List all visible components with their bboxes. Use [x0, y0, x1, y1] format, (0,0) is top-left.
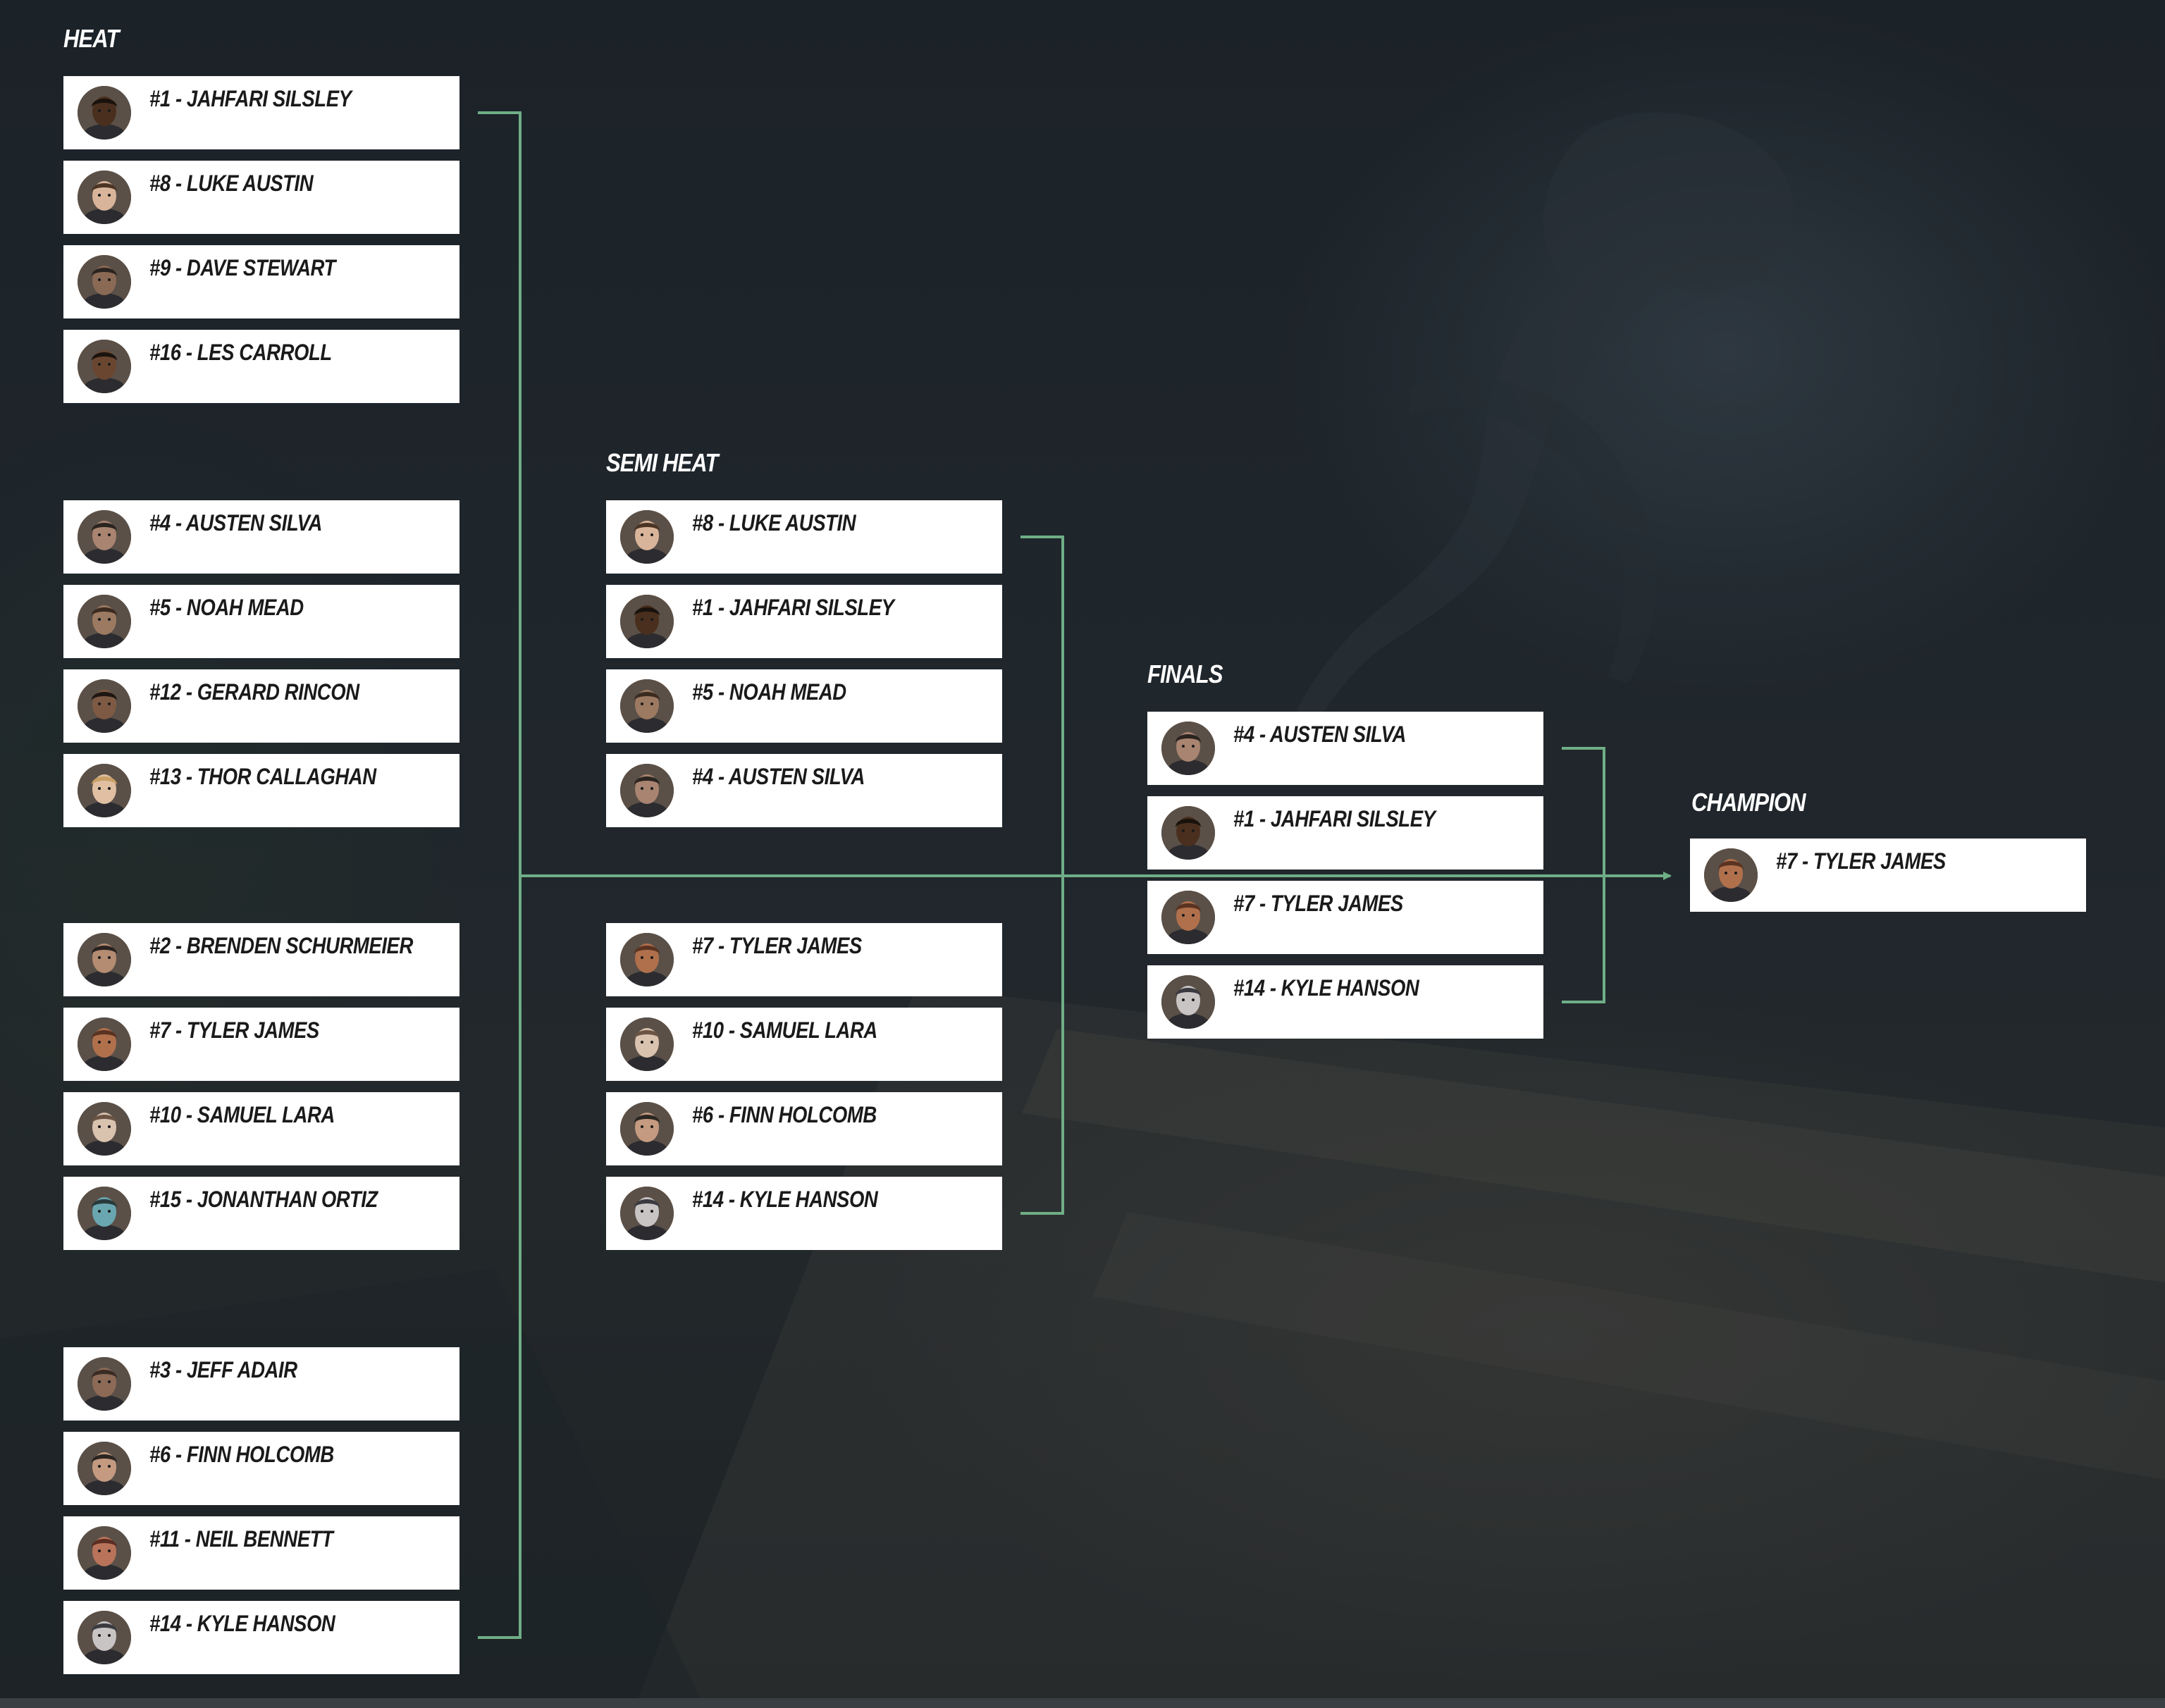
semi-heat-rider-card[interactable]: #10 - SAMUEL LARA [606, 1008, 1002, 1081]
heat-rider-card[interactable]: #15 - JONANTHAN ORTIZ [63, 1177, 459, 1250]
rider-label: #15 - JONANTHAN ORTIZ [149, 1187, 378, 1212]
heat-rider-card[interactable]: #4 - AUSTEN SILVA [63, 500, 459, 574]
rider-avatar [78, 595, 131, 648]
rider-avatar [620, 679, 674, 733]
rider-avatar [1161, 722, 1215, 775]
rider-label: #14 - KYLE HANSON [1233, 975, 1419, 1001]
heat-rider-card[interactable]: #9 - DAVE STEWART [63, 245, 459, 318]
rider-label: #1 - JAHFARI SILSLEY [149, 86, 352, 111]
rider-avatar [78, 1526, 131, 1580]
rider-label: #5 - NOAH MEAD [692, 679, 846, 705]
finals-section-label: FINALS [1147, 660, 1223, 688]
rider-avatar [1161, 806, 1215, 860]
heat-rider-card[interactable]: #5 - NOAH MEAD [63, 585, 459, 658]
heat-rider-card[interactable]: #1 - JAHFARI SILSLEY [63, 76, 459, 149]
heat-rider-card[interactable]: #3 - JEFF ADAIR [63, 1347, 459, 1421]
heat-rider-card[interactable]: #14 - KYLE HANSON [63, 1601, 459, 1674]
heat-rider-card[interactable]: #13 - THOR CALLAGHAN [63, 754, 459, 827]
rider-label: #6 - FINN HOLCOMB [692, 1102, 877, 1127]
champion-section-label: CHAMPION [1691, 788, 1806, 817]
rider-avatar [78, 1611, 131, 1664]
rider-avatar [1161, 891, 1215, 944]
rider-avatar [620, 510, 674, 564]
semi-heat-rider-card[interactable]: #14 - KYLE HANSON [606, 1177, 1002, 1250]
heat-rider-card[interactable]: #11 - NEIL BENNETT [63, 1516, 459, 1590]
rider-label: #8 - LUKE AUSTIN [149, 171, 314, 196]
rider-avatar [78, 255, 131, 309]
rider-label: #10 - SAMUEL LARA [149, 1102, 335, 1127]
rider-label: #8 - LUKE AUSTIN [692, 510, 856, 536]
rider-label: #13 - THOR CALLAGHAN [149, 764, 376, 789]
rider-label: #12 - GERARD RINCON [149, 679, 359, 705]
heat-rider-card[interactable]: #16 - LES CARROLL [63, 330, 459, 403]
rider-label: #6 - FINN HOLCOMB [149, 1442, 334, 1467]
rider-avatar [78, 679, 131, 733]
rider-avatar [620, 1017, 674, 1071]
rider-label: #4 - AUSTEN SILVA [149, 510, 323, 536]
rider-avatar [78, 1102, 131, 1156]
heat-rider-card[interactable]: #6 - FINN HOLCOMB [63, 1432, 459, 1505]
rider-avatar [78, 510, 131, 564]
rider-label: #2 - BRENDEN SCHURMEIER [149, 933, 413, 958]
finals-rider-card[interactable]: #4 - AUSTEN SILVA [1147, 712, 1543, 785]
finals-rider-card[interactable]: #14 - KYLE HANSON [1147, 965, 1543, 1039]
heat-rider-card[interactable]: #7 - TYLER JAMES [63, 1008, 459, 1081]
finals-rider-card[interactable]: #7 - TYLER JAMES [1147, 881, 1543, 954]
heat-rider-card[interactable]: #2 - BRENDEN SCHURMEIER [63, 923, 459, 996]
rider-label: #4 - AUSTEN SILVA [692, 764, 865, 789]
heat-rider-card[interactable]: #10 - SAMUEL LARA [63, 1092, 459, 1165]
rider-label: #14 - KYLE HANSON [149, 1611, 335, 1636]
semi-heat-rider-card[interactable]: #5 - NOAH MEAD [606, 669, 1002, 743]
rider-avatar [78, 933, 131, 986]
rider-avatar [78, 1017, 131, 1071]
heat-rider-card[interactable]: #12 - GERARD RINCON [63, 669, 459, 743]
rider-avatar [78, 1357, 131, 1411]
rider-avatar [78, 86, 131, 140]
semi-heat-rider-card[interactable]: #4 - AUSTEN SILVA [606, 754, 1002, 827]
bottom-edge-bar [0, 1698, 2165, 1708]
semi-heat-rider-card[interactable]: #1 - JAHFARI SILSLEY [606, 585, 1002, 658]
rider-label: #4 - AUSTEN SILVA [1233, 722, 1407, 747]
rider-avatar [78, 1442, 131, 1495]
rider-avatar [620, 1102, 674, 1156]
heat-bracket-line [478, 111, 522, 1639]
semi-heat-rider-card[interactable]: #7 - TYLER JAMES [606, 923, 1002, 996]
rider-avatar [78, 171, 131, 224]
rider-avatar [620, 933, 674, 986]
champion-rider-card[interactable]: #7 - TYLER JAMES [1690, 838, 2086, 912]
heat-rider-card[interactable]: #8 - LUKE AUSTIN [63, 161, 459, 234]
semi-heat-rider-card[interactable]: #8 - LUKE AUSTIN [606, 500, 1002, 574]
rider-label: #7 - TYLER JAMES [1776, 848, 1946, 874]
rider-avatar [78, 340, 131, 393]
rider-label: #1 - JAHFARI SILSLEY [1233, 806, 1436, 831]
rider-label: #1 - JAHFARI SILSLEY [692, 595, 894, 620]
rider-label: #16 - LES CARROLL [149, 340, 332, 365]
rider-avatar [620, 764, 674, 817]
heat-section-label: HEAT [63, 24, 119, 53]
rider-avatar [620, 595, 674, 648]
rider-label: #7 - TYLER JAMES [1233, 891, 1403, 916]
rider-avatar [78, 1187, 131, 1240]
rider-label: #11 - NEIL BENNETT [149, 1526, 333, 1552]
rider-avatar [620, 1187, 674, 1240]
rider-label: #5 - NOAH MEAD [149, 595, 304, 620]
rider-label: #3 - JEFF ADAIR [149, 1357, 297, 1382]
rider-label: #7 - TYLER JAMES [149, 1017, 319, 1043]
rider-avatar [78, 764, 131, 817]
rider-avatar [1704, 848, 1758, 902]
rider-label: #14 - KYLE HANSON [692, 1187, 878, 1212]
finals-rider-card[interactable]: #1 - JAHFARI SILSLEY [1147, 796, 1543, 870]
semi-heat-rider-card[interactable]: #6 - FINN HOLCOMB [606, 1092, 1002, 1165]
rider-label: #7 - TYLER JAMES [692, 933, 862, 958]
rider-avatar [1161, 975, 1215, 1029]
rider-silhouette-graphic [1283, 112, 1794, 747]
rider-label: #9 - DAVE STEWART [149, 255, 335, 280]
semi-heat-section-label: SEMI HEAT [606, 448, 718, 477]
rider-label: #10 - SAMUEL LARA [692, 1017, 877, 1043]
